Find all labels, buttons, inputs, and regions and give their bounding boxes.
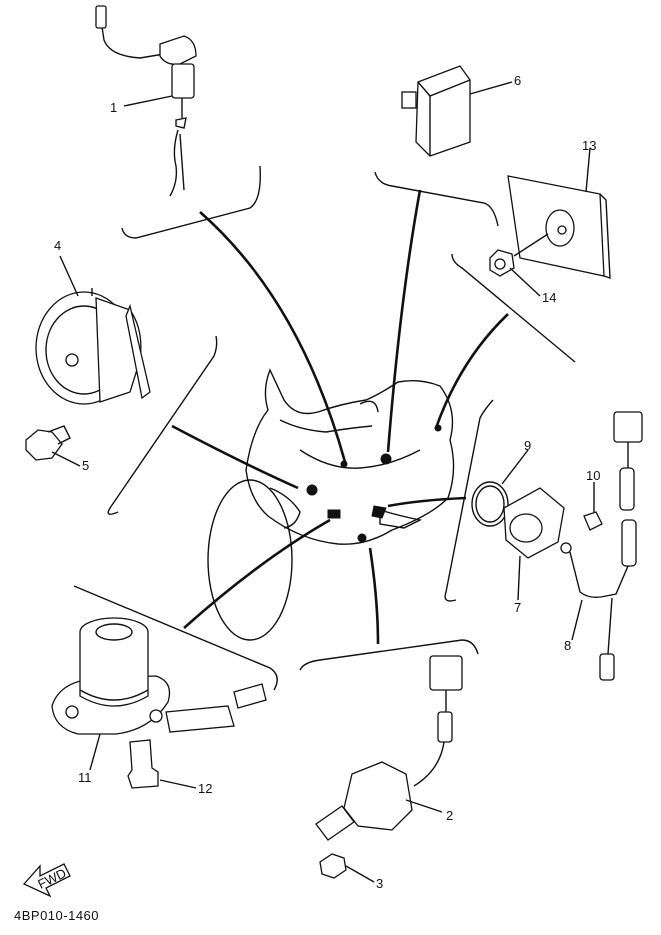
callout-8: 8 (564, 638, 571, 653)
callout-14: 14 (542, 290, 556, 305)
fwd-arrow-icon: FWD (22, 863, 71, 898)
callout-12: 12 (198, 781, 212, 796)
callout-11: 11 (78, 770, 92, 785)
callout-3: 3 (376, 876, 383, 891)
callout-numbers: 1 2 3 4 5 6 7 8 9 10 11 12 13 14 (54, 73, 600, 891)
relay-mount-point (327, 509, 341, 519)
bracket-frames (73, 165, 576, 691)
relay-unit-part (401, 65, 471, 157)
motorcycle-outline (207, 368, 455, 641)
callout-10: 10 (586, 468, 600, 483)
flasher-relay-part (489, 175, 611, 279)
sensor-mount-point (371, 505, 387, 519)
horn-mount-point (306, 484, 318, 496)
callout-leaders (51, 81, 595, 883)
leader-lines (171, 189, 509, 645)
callout-9: 9 (524, 438, 531, 453)
solenoid-part (51, 617, 267, 789)
diagram-code: 4BP010-1460 (14, 908, 100, 923)
sensor-part (471, 411, 643, 681)
callout-7: 7 (514, 600, 521, 615)
neutral-switch-part (315, 655, 463, 879)
horn-part (25, 288, 151, 461)
callout-6: 6 (514, 73, 521, 88)
unit-mount-point (380, 453, 392, 465)
sidestand-switch-part (95, 5, 197, 197)
callout-13: 13 (582, 138, 596, 153)
callout-5: 5 (82, 458, 89, 473)
callout-1: 1 (110, 100, 117, 115)
callout-2: 2 (446, 808, 453, 823)
callout-4: 4 (54, 238, 61, 253)
